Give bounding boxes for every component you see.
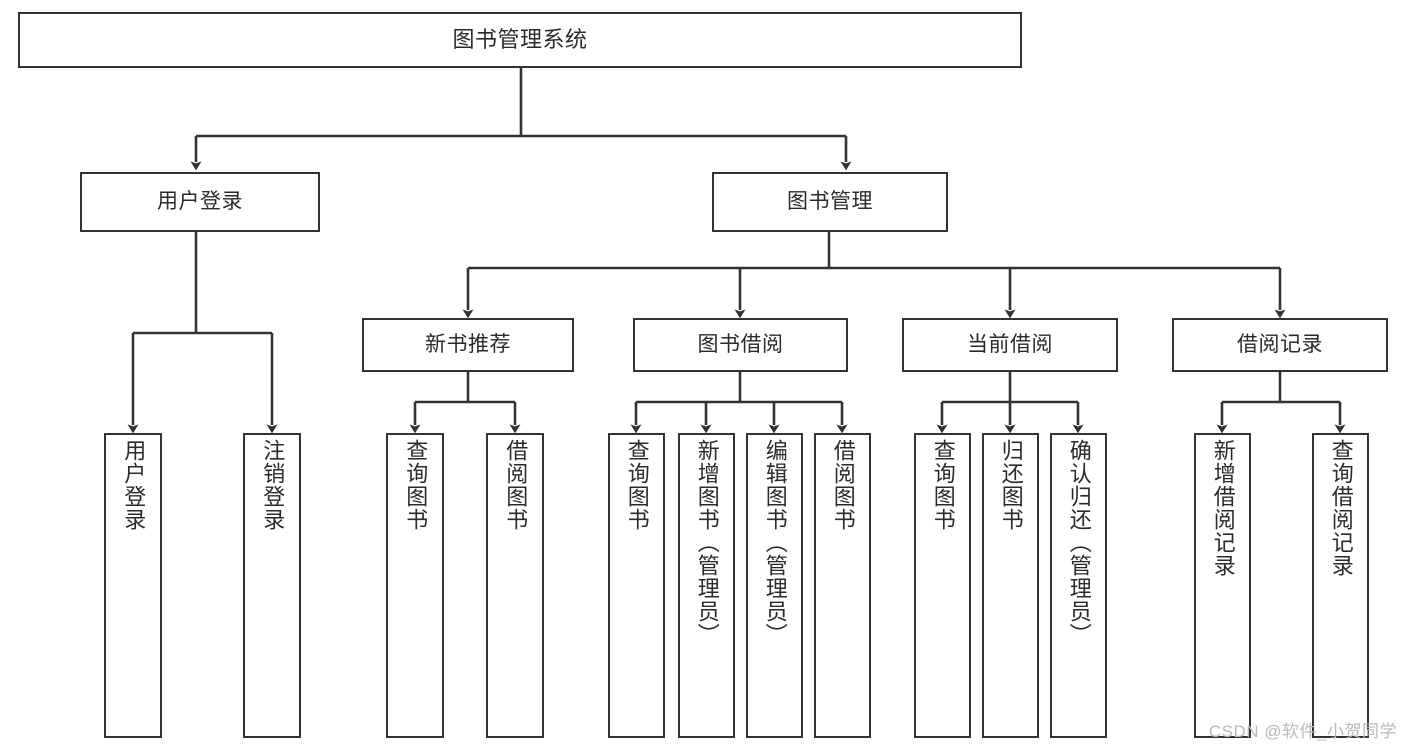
node-label: 图书借阅	[697, 332, 784, 356]
leaf-current-return-book[interactable]: 归还图书	[982, 433, 1039, 738]
node-label: 借阅图书	[503, 439, 529, 531]
node-book-management[interactable]: 图书管理	[712, 172, 948, 232]
node-label: 查询图书	[930, 439, 956, 531]
leaf-recommend-borrow-book[interactable]: 借阅图书	[486, 433, 544, 738]
node-label: 借阅图书	[830, 439, 856, 531]
node-label: 新增借阅记录	[1210, 439, 1236, 577]
node-book-borrow[interactable]: 图书借阅	[633, 318, 848, 372]
node-label: 当前借阅	[967, 332, 1053, 356]
node-label: 图书管理系统	[452, 27, 588, 53]
node-label: 查询图书	[624, 439, 650, 531]
node-label: 图书管理	[787, 189, 873, 213]
node-label: 新增图书（管理员）	[694, 439, 720, 646]
node-label: 归还图书	[998, 439, 1024, 531]
leaf-recommend-query-book[interactable]: 查询图书	[386, 433, 444, 738]
node-label: 新书推荐	[425, 332, 511, 356]
node-label: 注销登录	[260, 439, 286, 531]
leaf-current-confirm-return-admin[interactable]: 确认归还（管理员）	[1050, 433, 1107, 738]
node-borrow-record[interactable]: 借阅记录	[1172, 318, 1388, 372]
leaf-borrow-edit-book-admin[interactable]: 编辑图书（管理员）	[746, 433, 803, 738]
node-label: 借阅记录	[1237, 332, 1323, 356]
node-label: 用户登录	[157, 189, 243, 213]
node-user-login[interactable]: 用户登录	[80, 172, 320, 232]
node-label: 查询图书	[403, 439, 429, 531]
node-label: 用户登录	[121, 439, 147, 531]
node-label: 编辑图书（管理员）	[762, 439, 788, 646]
node-label: 查询借阅记录	[1328, 439, 1354, 577]
node-root-system[interactable]: 图书管理系统	[18, 12, 1022, 68]
leaf-record-query-record[interactable]: 查询借阅记录	[1312, 433, 1369, 738]
node-new-book-recommend[interactable]: 新书推荐	[362, 318, 574, 372]
node-current-borrow[interactable]: 当前借阅	[902, 318, 1118, 372]
leaf-borrow-borrow-book[interactable]: 借阅图书	[814, 433, 871, 738]
leaf-borrow-query-book[interactable]: 查询图书	[608, 433, 665, 738]
node-label: 确认归还（管理员）	[1066, 439, 1092, 646]
leaf-user-login-signout[interactable]: 注销登录	[243, 433, 301, 738]
leaf-user-login-signin[interactable]: 用户登录	[104, 433, 162, 738]
leaf-current-query-book[interactable]: 查询图书	[914, 433, 971, 738]
csdn-watermark: CSDN @软件_小贺同学	[1208, 722, 1397, 741]
leaf-borrow-add-book-admin[interactable]: 新增图书（管理员）	[678, 433, 735, 738]
leaf-record-add-record[interactable]: 新增借阅记录	[1194, 433, 1251, 738]
